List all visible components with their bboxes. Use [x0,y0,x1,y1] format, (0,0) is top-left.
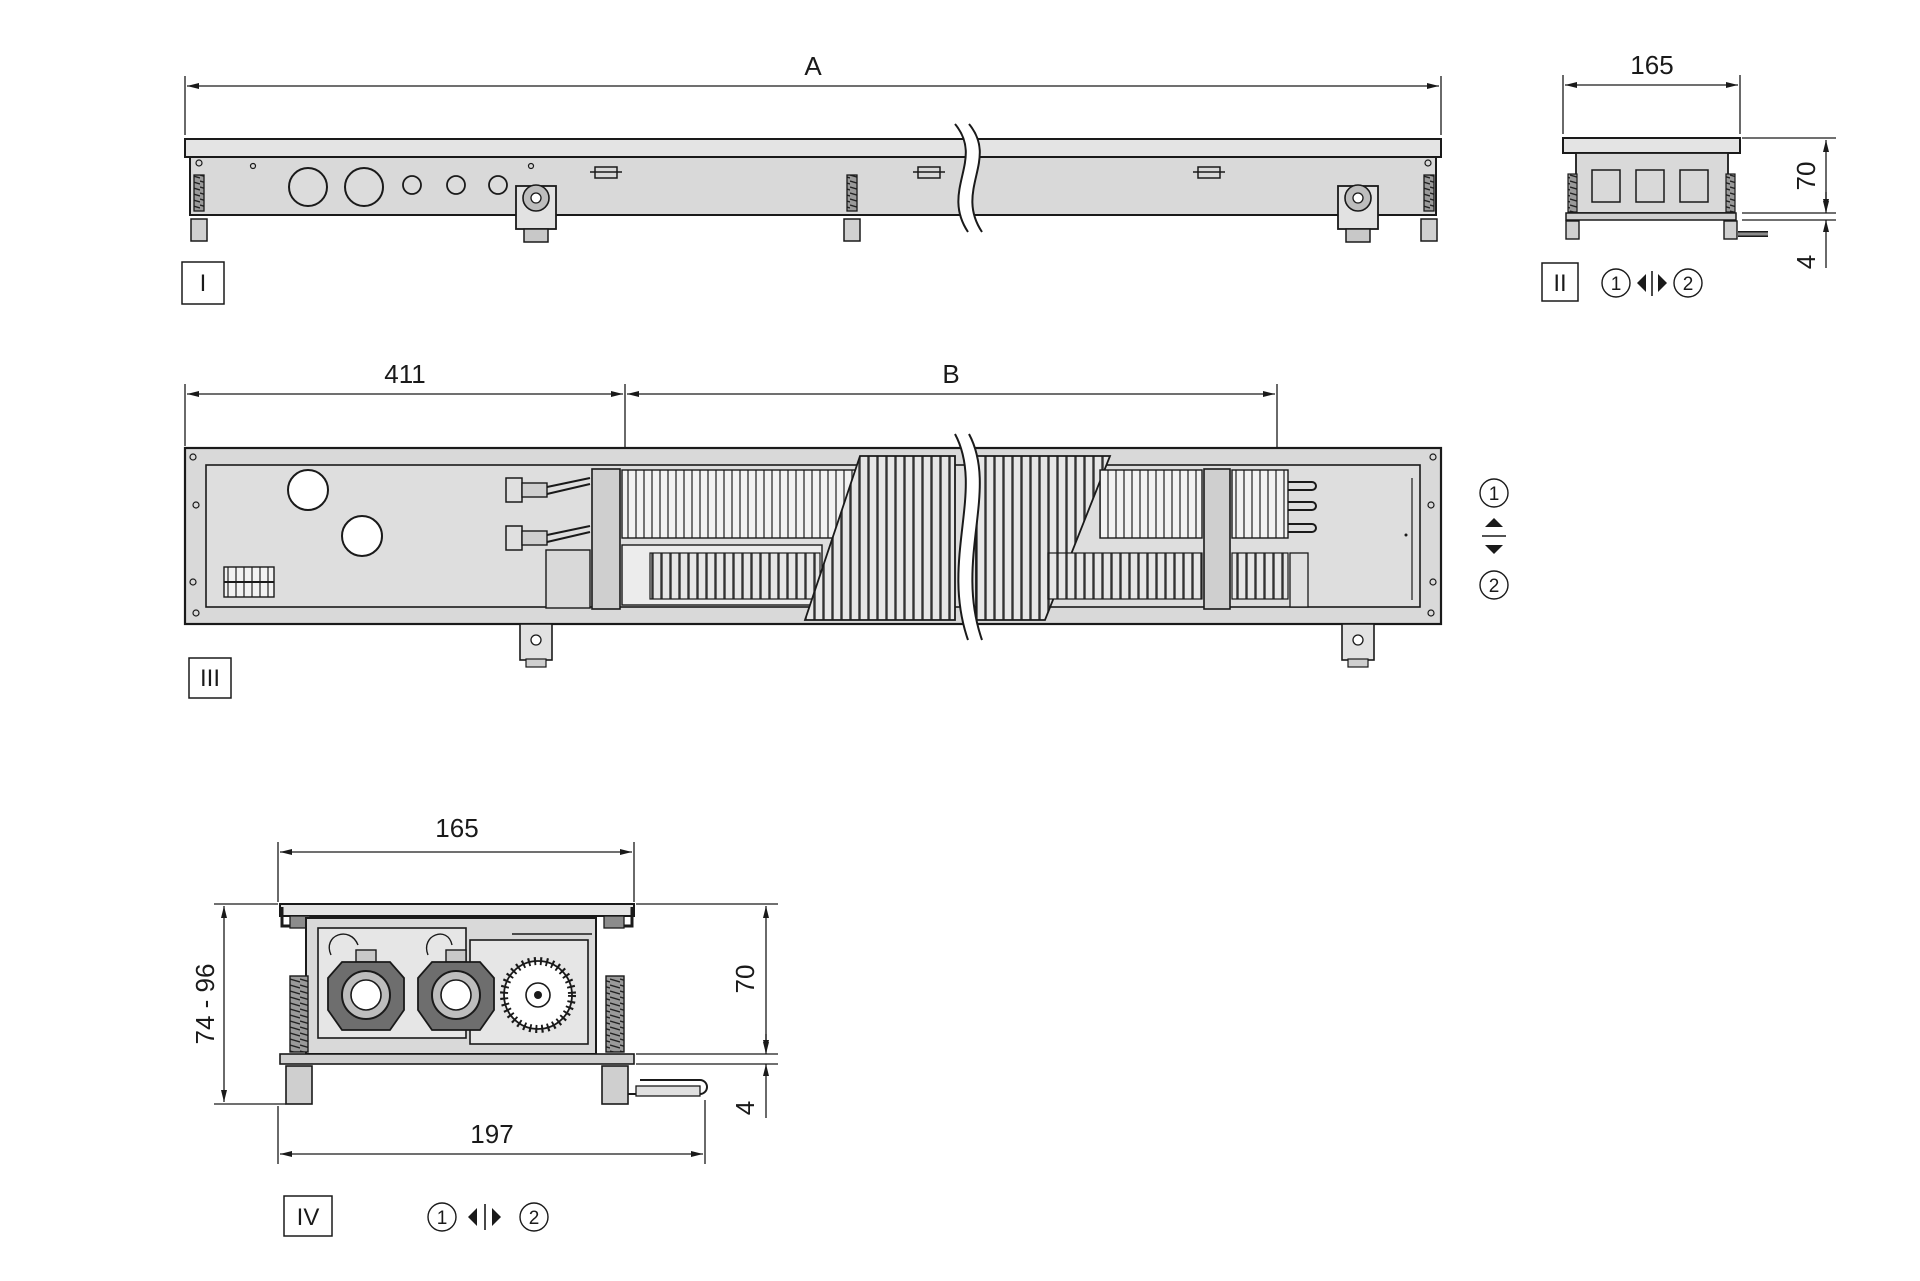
valve-connection [505,477,591,551]
view-2-label: II [1553,270,1566,297]
flow-from-number: 1 [1611,274,1622,295]
dimension-foot-4-label: 4 [730,1101,760,1115]
flow-to-number: 2 [1489,576,1500,597]
flow-from-number: 1 [437,1208,448,1229]
arrow-down-icon [1485,545,1503,554]
dimension-width-165-label: 165 [1630,50,1673,80]
dimension-b-label: B [942,359,959,389]
terminal-block [223,566,275,598]
dimension-height-range-label: 74 - 96 [190,964,220,1045]
dimension-411: 411 [184,359,626,466]
levelling-foot [843,174,861,242]
convector-housing-side [184,123,1442,243]
pipe-connection-left [327,933,405,1031]
dimension-a: A [184,51,1442,135]
mounting-bracket [1337,184,1379,243]
mounting-bracket [1341,623,1375,668]
dimension-height-70: 70 [636,903,778,1065]
grate-clip-marks [590,166,1225,179]
arrow-up-icon [1485,518,1503,527]
flow-direction-vertical: 1 2 [1479,478,1509,600]
convector-housing-plan [183,433,1443,668]
view-4-cross-section: 165 [190,813,778,1237]
arrow-right-icon [492,1208,501,1226]
cross-section-body [279,903,708,1105]
dimension-height-range: 74 - 96 [190,903,286,1105]
flow-direction-horizontal: 1 2 [1601,268,1703,298]
view-1-label-box: I [181,261,225,305]
mounting-bracket [515,184,557,243]
levelling-foot [190,174,208,242]
flow-to-number: 2 [529,1208,540,1229]
flow-direction-horizontal: 1 2 [427,1202,549,1232]
view-1-label: I [200,270,207,297]
view-1-side-elevation: A [181,51,1442,305]
flow-to-number: 2 [1683,274,1694,295]
dimension-width-197: 197 [277,1100,706,1164]
dimension-height-70-label: 70 [1791,162,1821,191]
dimension-b: B [627,359,1278,470]
arrow-left-icon [1637,274,1646,292]
view-4-label: IV [297,1204,320,1231]
arrow-right-icon [1658,274,1667,292]
grille-diagonal-section [803,455,1112,621]
flow-from-number: 1 [1489,484,1500,505]
levelling-foot [1420,174,1438,242]
dimension-a-label: A [804,51,822,81]
dimension-411-label: 411 [384,359,425,389]
dimension-height-70: 70 [1742,137,1836,221]
view-2-end-view: 165 70 4 [1541,50,1836,302]
dimension-height-70-label: 70 [730,965,760,994]
heat-exchanger-fins-right [1047,468,1317,610]
view-3-label: III [200,665,220,692]
dimension-foot-4-label: 4 [1791,255,1821,269]
end-view-body [1562,137,1768,240]
arrow-left-icon [468,1208,477,1226]
dimension-width-197-label: 197 [470,1119,513,1149]
dimension-foot-4: 4 [1791,192,1829,269]
fan-impeller [500,957,576,1033]
dimension-foot-4: 4 [730,1034,769,1118]
heat-exchanger-fins-left [621,469,859,606]
dimension-width-165: 165 [1562,50,1741,134]
view-2-label-box: II [1541,262,1579,302]
view-3-label-box: III [188,657,232,699]
pipe-connection-right [417,933,495,1031]
mounting-bracket [519,623,553,668]
dimension-width-165-label: 165 [435,813,478,843]
view-4-label-box: IV [283,1195,333,1237]
dimension-width-165: 165 [277,813,635,902]
view-3-plan-view: 411 B [183,359,1509,699]
